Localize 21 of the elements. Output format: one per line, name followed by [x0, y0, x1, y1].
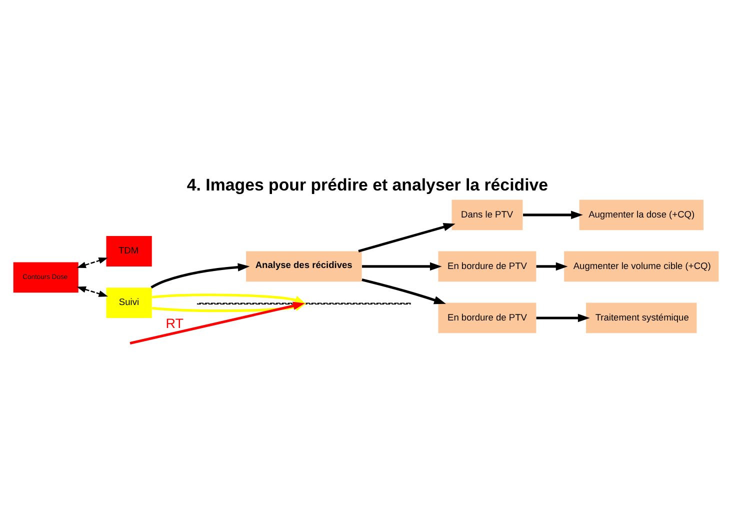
arrow — [523, 210, 583, 219]
node-box: TDM — [106, 236, 152, 266]
node-box: Suivi — [106, 287, 152, 318]
node-box: En bordure de PTV — [438, 302, 536, 333]
node-box: Augmenter le volume cible (+CQ) — [564, 250, 719, 282]
arrow — [536, 262, 568, 270]
arrow — [150, 262, 250, 288]
arrow — [76, 256, 108, 268]
node-box: Dans le PTV — [452, 199, 523, 230]
arrow — [358, 222, 456, 252]
arrow — [76, 286, 108, 296]
node-box: Traitement systémique — [586, 302, 697, 333]
arrow — [362, 262, 442, 270]
edge-label: RT — [166, 315, 184, 330]
arrow — [362, 278, 446, 304]
node-box: Analyse des récidives — [246, 250, 362, 282]
arrow — [536, 313, 590, 322]
node-box: Augmenter la dose (+CQ) — [579, 199, 704, 230]
diagram-title: 4. Images pour prédire et analyser la récidive — [186, 174, 548, 194]
node-box: En bordure de PTV — [438, 250, 536, 282]
node-line — [197, 302, 411, 304]
